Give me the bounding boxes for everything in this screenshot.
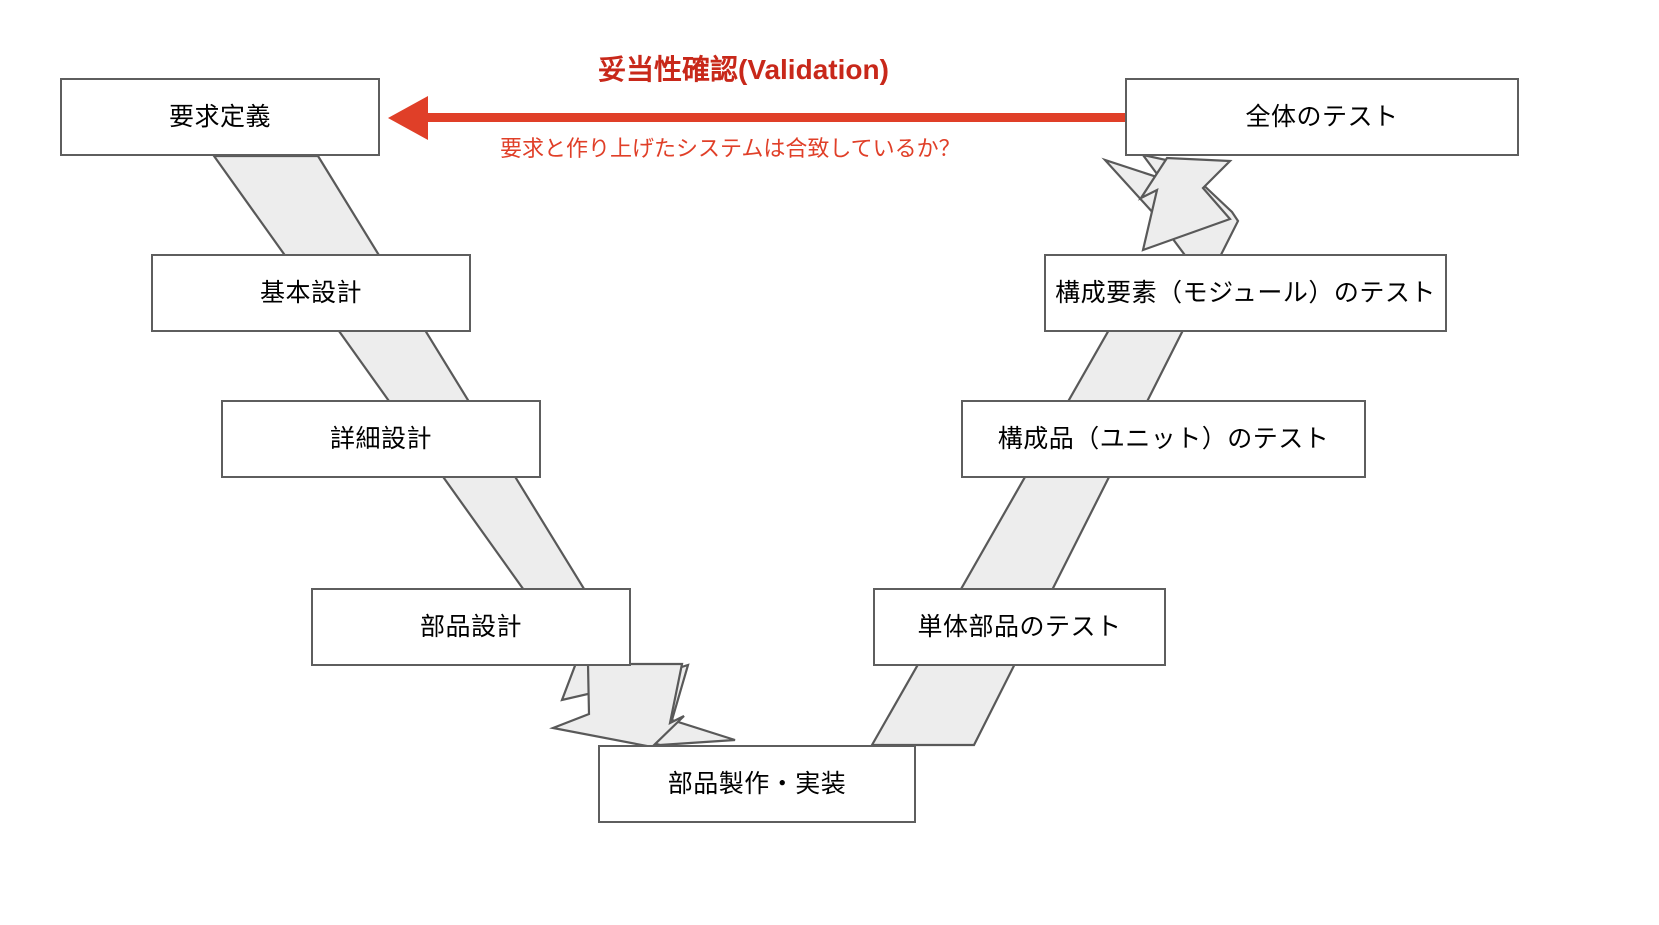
node-parts-manufacturing-implementation[interactable]: 部品製作・実装 — [598, 745, 916, 823]
node-label: 全体のテスト — [1245, 103, 1399, 131]
node-basic-design[interactable]: 基本設計 — [151, 254, 471, 332]
node-requirements-definition[interactable]: 要求定義 — [60, 78, 380, 156]
node-parts-design[interactable]: 部品設計 — [311, 588, 631, 666]
node-detailed-design[interactable]: 詳細設計 — [221, 400, 541, 478]
node-label: 要求定義 — [168, 103, 271, 131]
node-system-test[interactable]: 全体のテスト — [1125, 78, 1519, 156]
up-left-arrowhead — [1137, 156, 1233, 252]
node-single-part-test[interactable]: 単体部品のテスト — [873, 588, 1166, 666]
node-label: 単体部品のテスト — [917, 613, 1122, 641]
node-unit-test[interactable]: 構成品（ユニット）のテスト — [961, 400, 1366, 478]
node-label: 部品製作・実装 — [667, 770, 847, 798]
validation-subtitle: 要求と作り上げたシステムは合致しているか？ — [500, 136, 961, 161]
node-label: 詳細設計 — [329, 425, 432, 453]
node-label: 基本設計 — [259, 279, 362, 307]
validation-title: 妥当性確認(Validation) — [598, 54, 889, 85]
node-label: 構成品（ユニット）のテスト — [997, 425, 1330, 453]
node-label: 部品設計 — [419, 613, 522, 641]
down-right-arrowhead — [549, 662, 685, 749]
node-module-test[interactable]: 構成要素（モジュール）のテスト — [1044, 254, 1447, 332]
validation-arrow-head-icon — [388, 96, 428, 140]
node-label: 構成要素（モジュール）のテスト — [1055, 279, 1436, 307]
validation-arrow-shaft — [428, 113, 1125, 122]
